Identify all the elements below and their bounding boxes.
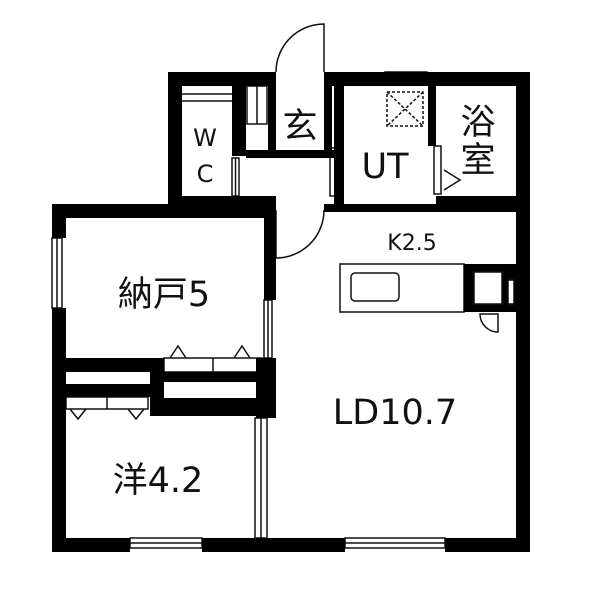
entrance-label: 玄: [282, 107, 317, 147]
western-arrow-right: [127, 408, 145, 421]
kitchen-cutouts: [473, 271, 515, 305]
utility-label: UT: [362, 147, 410, 187]
wc-label-bottom: C: [197, 160, 214, 188]
ld-door-swing: [275, 209, 325, 259]
western-arrow-left: [69, 408, 87, 421]
kitchen-counter: [339, 263, 465, 313]
washer-space: [386, 91, 424, 127]
bath-door-arrow: [443, 169, 462, 191]
shoe-cabinet: [180, 93, 234, 102]
storage-label: 納戸5: [118, 275, 210, 315]
bath-label-top: 浴: [460, 103, 495, 143]
closet-arrow-left: [169, 344, 187, 359]
kitchen-label: K2.5: [387, 231, 436, 256]
entrance-door-swing: [275, 23, 325, 73]
wc-label-top: W: [193, 124, 217, 152]
bath-door: [433, 145, 442, 195]
kitchen-sink: [350, 272, 400, 302]
western-label: 洋4.2: [113, 461, 204, 501]
closet-arrow-right: [233, 344, 251, 359]
pantry-door-swing: [479, 313, 499, 333]
bath-label-bottom: 室: [460, 141, 495, 181]
living-label: LD10.7: [333, 393, 457, 433]
